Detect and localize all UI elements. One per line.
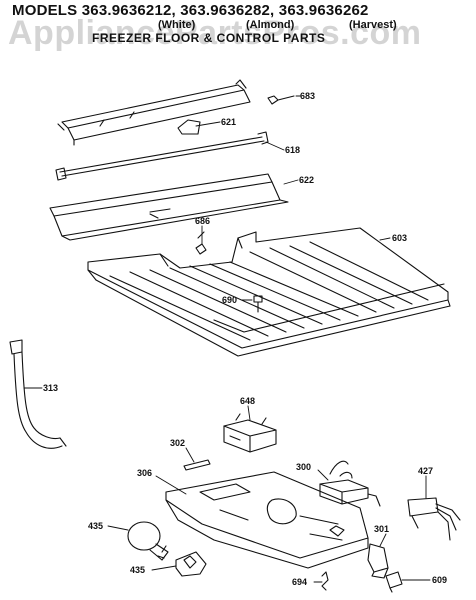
leader-621 — [195, 121, 221, 127]
part-label-686: 686 — [195, 216, 210, 226]
color-harvest-label: (Harvest) — [349, 19, 397, 31]
part-648-control-block — [223, 413, 277, 453]
part-label-648: 648 — [240, 396, 255, 406]
part-label-427: 427 — [418, 466, 433, 476]
part-435-light-bulb — [127, 521, 169, 561]
part-621-bracket — [57, 79, 251, 146]
part-622-channel — [49, 173, 289, 241]
leader-618 — [265, 141, 285, 151]
part-683-screw — [267, 95, 295, 105]
leader-648 — [247, 405, 251, 421]
part-label-306: 306 — [137, 468, 152, 478]
part-300-switch — [319, 460, 381, 507]
leader-603 — [379, 237, 391, 241]
part-label-618: 618 — [285, 145, 300, 155]
part-609-grommet — [385, 571, 403, 593]
part-label-435-bulb: 435 — [88, 521, 103, 531]
part-302-pin — [183, 459, 211, 471]
models-title: MODELS 363.9636212, 363.9636282, 363.963… — [12, 2, 369, 19]
part-label-690: 690 — [222, 295, 237, 305]
color-white-label: (White) — [158, 19, 196, 31]
part-603-freezer-floor — [87, 227, 451, 357]
leader-300 — [317, 469, 329, 481]
part-label-622: 622 — [299, 175, 314, 185]
part-618-rod — [55, 131, 269, 181]
leader-301 — [379, 533, 387, 547]
leader-306 — [155, 475, 187, 495]
leader-435a — [107, 525, 129, 531]
watermark: AppliancePartsPros.com — [8, 14, 422, 52]
leader-435b — [151, 565, 177, 571]
part-690-screw — [253, 295, 263, 313]
part-label-694: 694 — [292, 577, 307, 587]
part-label-302: 302 — [170, 438, 185, 448]
part-435-lamp-socket — [175, 551, 207, 577]
part-313-drain-tube — [9, 339, 67, 449]
part-306-control-housing — [165, 471, 369, 569]
part-427-wire-harness — [407, 497, 461, 541]
color-almond-label: (Almond) — [246, 19, 295, 31]
leader-622 — [283, 179, 299, 185]
part-label-621: 621 — [221, 117, 236, 127]
part-694-clip — [321, 571, 329, 591]
part-label-603: 603 — [392, 233, 407, 243]
part-label-301: 301 — [374, 524, 389, 534]
section-title: FREEZER FLOOR & CONTROL PARTS — [92, 31, 326, 45]
part-301-knob — [367, 543, 389, 579]
part-686-clip — [195, 231, 207, 255]
part-label-683: 683 — [300, 91, 315, 101]
part-label-435-socket: 435 — [130, 565, 145, 575]
part-label-609: 609 — [432, 575, 447, 585]
part-label-313: 313 — [43, 383, 58, 393]
part-label-300: 300 — [296, 462, 311, 472]
leader-302 — [185, 447, 195, 463]
